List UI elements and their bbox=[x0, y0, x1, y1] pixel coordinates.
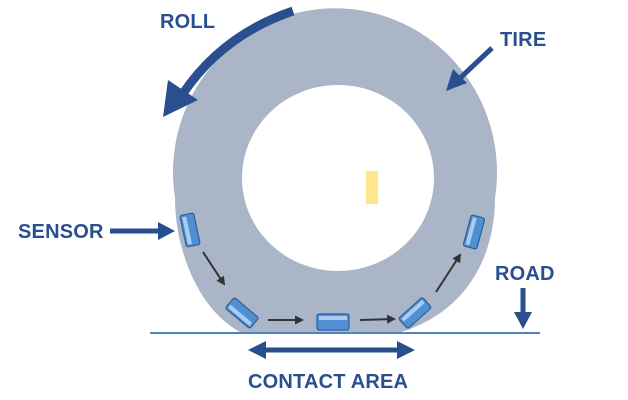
sensor-2-icon bbox=[225, 297, 259, 329]
roll-arrowhead-icon bbox=[163, 80, 198, 117]
road-label: ROAD bbox=[495, 263, 555, 285]
sensor-4-icon bbox=[398, 297, 432, 329]
sensor-1-icon bbox=[179, 212, 201, 248]
tire-pointer-arrowhead-icon bbox=[446, 69, 467, 91]
sensor-5-icon bbox=[462, 214, 486, 250]
contact-area-right-arrowhead-icon bbox=[397, 341, 415, 359]
motion-arrow-1 bbox=[202, 251, 226, 286]
center-marker bbox=[366, 171, 378, 204]
sensor-pointer-arrowhead-icon bbox=[158, 222, 175, 240]
tire-pointer-arrow-icon bbox=[456, 46, 494, 82]
road-pointer-arrowhead-icon bbox=[514, 312, 532, 329]
roll-label: ROLL bbox=[160, 11, 215, 33]
roll-arrow-icon bbox=[178, 6, 295, 98]
contact-area-left-arrowhead-icon bbox=[248, 341, 266, 359]
sensor-3-icon bbox=[316, 313, 350, 331]
sensor-label: SENSOR bbox=[18, 221, 104, 243]
motion-arrow-4 bbox=[435, 253, 462, 293]
contact-area-label: CONTACT AREA bbox=[248, 371, 408, 393]
tire-label: TIRE bbox=[500, 29, 546, 51]
tire-inner-hole bbox=[242, 85, 434, 271]
motion-arrow-3 bbox=[359, 314, 396, 324]
